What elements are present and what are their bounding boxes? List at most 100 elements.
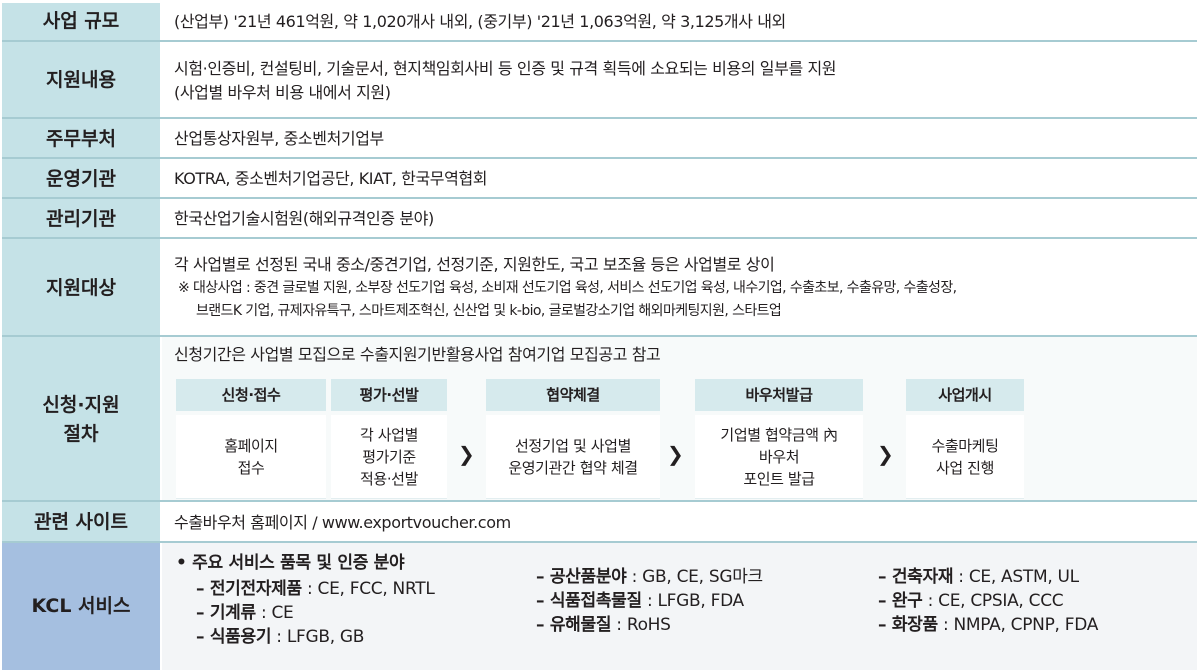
- step-line: 선정기업 및 사업별: [515, 436, 631, 455]
- step-line: 평가기준: [362, 447, 416, 466]
- support-line-1: 시험·인증비, 컨설팅비, 기술문서, 현지책임회사비 등 인증 및 규격 획득…: [174, 58, 837, 78]
- kcl-heading: • 주요 서비스 품목 및 인증 분야: [176, 553, 405, 573]
- target-line-1: 각 사업별로 선정된 국내 중소/중견기업, 선정기준, 지원한도, 국고 보조…: [174, 255, 775, 274]
- step-body: 선정기업 및 사업별 운영기관간 협약 체결: [486, 415, 660, 499]
- step-line: 각 사업별: [360, 425, 418, 444]
- kcl-item: – 유해물질 : RoHS: [536, 613, 763, 637]
- step-line: 적용·선발: [360, 469, 418, 488]
- row-label: 사업 규모: [2, 3, 160, 40]
- kcl-item-value: : LFGB, GB: [271, 627, 365, 647]
- kcl-item-name: – 건축자재: [878, 567, 954, 587]
- row-target: 지원대상 각 사업별로 선정된 국내 중소/중견기업, 선정기준, 지원한도, …: [2, 237, 1197, 337]
- kcl-item-name: – 식품접촉물질: [536, 591, 642, 611]
- row-content: 산업통상자원부, 중소벤처기업부: [162, 119, 1197, 159]
- row-manager: 관리기관 한국산업기술시험원(해외규격인증 분야): [2, 197, 1197, 239]
- row-label: 지원내용: [2, 42, 160, 119]
- ministry-text: 산업통상자원부, 중소벤처기업부: [174, 129, 384, 148]
- chevron-right-icon: ❯: [667, 442, 684, 466]
- process-step: 협약체결 선정기업 및 사업별 운영기관간 협약 체결: [486, 379, 660, 499]
- process-step: 바우처발급 기업별 협약금액 內 바우처 포인트 발급: [695, 379, 863, 499]
- step-title: 바우처발급: [695, 379, 863, 411]
- kcl-item: – 완구 : CE, CPSIA, CCC: [878, 589, 1098, 613]
- kcl-item-name: – 화장품: [878, 615, 938, 635]
- row-label: 관련 사이트: [2, 502, 160, 543]
- step-line: 접수: [237, 458, 265, 477]
- row-content: • 주요 서비스 품목 및 인증 분야 – 전기전자제품 : CE, FCC, …: [162, 543, 1197, 670]
- kcl-item: – 공산품분야 : GB, CE, SG마크: [536, 565, 763, 589]
- row-content: KOTRA, 중소벤처기업공단, KIAT, 한국무역협회: [162, 159, 1197, 199]
- kcl-item-name: – 식품용기: [196, 627, 272, 647]
- kcl-item: – 식품접촉물질 : LFGB, FDA: [536, 589, 763, 613]
- step-body: 각 사업별 평가기준 적용·선발: [331, 415, 447, 499]
- kcl-item-value: : NMPA, CPNP, FDA: [937, 615, 1099, 635]
- row-label: 지원대상: [2, 239, 160, 337]
- kcl-item-name: – 전기전자제품: [196, 579, 302, 599]
- row-procedure: 신청·지원 절차 신청기간은 사업별 모집으로 수출지원기반활용사업 참여기업 …: [2, 335, 1197, 502]
- kcl-item-value: : CE, ASTM, UL: [953, 567, 1079, 587]
- procedure-label-line-2: 절차: [63, 422, 99, 445]
- kcl-item: – 식품용기 : LFGB, GB: [196, 625, 435, 649]
- operator-text: KOTRA, 중소벤처기업공단, KIAT, 한국무역협회: [174, 169, 488, 188]
- step-title: 협약체결: [486, 379, 660, 411]
- kcl-item-name: – 공산품분야: [536, 567, 627, 587]
- kcl-item-value: : CE, CPSIA, CCC: [922, 591, 1064, 611]
- kcl-column-2: – 공산품분야 : GB, CE, SG마크 – 식품접촉물질 : LFGB, …: [536, 565, 763, 637]
- row-operator: 운영기관 KOTRA, 중소벤처기업공단, KIAT, 한국무역협회: [2, 157, 1197, 199]
- step-title: 신청·접수: [176, 379, 326, 411]
- kcl-item-value: : LFGB, FDA: [641, 591, 744, 611]
- step-body: 수출마케팅 사업 진행: [906, 415, 1024, 499]
- step-line: 홈페이지: [224, 436, 278, 455]
- kcl-item-value: : RoHS: [611, 615, 671, 635]
- step-line: 바우처: [758, 447, 800, 466]
- manager-text: 한국산업기술시험원(해외규격인증 분야): [174, 209, 434, 228]
- step-body: 홈페이지 접수: [176, 415, 326, 499]
- procedure-label-line-1: 신청·지원: [42, 393, 120, 416]
- row-content: 한국산업기술시험원(해외규격인증 분야): [162, 199, 1197, 239]
- row-content: (산업부) '21년 461억원, 약 1,020개사 내외, (중기부) '2…: [162, 3, 1197, 40]
- row-content: 신청기간은 사업별 모집으로 수출지원기반활용사업 참여기업 모집공고 참고 신…: [162, 337, 1197, 502]
- step-line: 포인트 발급: [743, 469, 815, 488]
- process-step: 평가·선발 각 사업별 평가기준 적용·선발: [331, 379, 447, 499]
- step-body: 기업별 협약금액 內 바우처 포인트 발급: [695, 415, 863, 499]
- step-line: 사업 진행: [936, 458, 994, 477]
- support-line-2: (사업별 바우처 비용 내에서 지원): [174, 82, 391, 102]
- row-content: 수출바우처 홈페이지 / www.exportvoucher.com: [162, 502, 1197, 543]
- chevron-right-icon: ❯: [877, 442, 894, 466]
- row-content: 각 사업별로 선정된 국내 중소/중견기업, 선정기준, 지원한도, 국고 보조…: [162, 239, 1197, 337]
- info-table: 사업 규모 (산업부) '21년 461억원, 약 1,020개사 내외, (중…: [2, 3, 1197, 670]
- row-label: 관리기관: [2, 199, 160, 239]
- row-site: 관련 사이트 수출바우처 홈페이지 / www.exportvoucher.co…: [2, 500, 1197, 543]
- kcl-item: – 화장품 : NMPA, CPNP, FDA: [878, 613, 1098, 637]
- target-note-2: 브랜드K 기업, 규제자유특구, 스마트제조혁신, 신산업 및 k-bio, 글…: [196, 303, 782, 319]
- step-line: 수출마케팅: [931, 436, 999, 455]
- kcl-item: – 기계류 : CE: [196, 601, 435, 625]
- process-step: 사업개시 수출마케팅 사업 진행: [906, 379, 1024, 499]
- kcl-column-1: – 전기전자제품 : CE, FCC, NRTL – 기계류 : CE – 식품…: [196, 577, 435, 649]
- chevron-right-icon: ❯: [458, 442, 475, 466]
- kcl-item-value: : CE: [255, 603, 294, 623]
- row-label: 주무부처: [2, 119, 160, 159]
- step-title: 평가·선발: [331, 379, 447, 411]
- target-note-1: ※ 대상사업 : 중견 글로벌 지원, 소부장 선도기업 육성, 소비재 선도기…: [178, 280, 957, 296]
- site-text: 수출바우처 홈페이지 / www.exportvoucher.com: [174, 512, 511, 532]
- procedure-intro: 신청기간은 사업별 모집으로 수출지원기반활용사업 참여기업 모집공고 참고: [174, 345, 661, 364]
- kcl-item-name: – 기계류: [196, 603, 256, 623]
- row-label: 운영기관: [2, 159, 160, 199]
- step-line: 기업별 협약금액 內: [720, 425, 838, 444]
- step-line: 운영기관간 협약 체결: [508, 458, 638, 477]
- row-label: 신청·지원 절차: [2, 337, 160, 502]
- kcl-item: – 건축자재 : CE, ASTM, UL: [878, 565, 1098, 589]
- row-scale: 사업 규모 (산업부) '21년 461억원, 약 1,020개사 내외, (중…: [2, 3, 1197, 40]
- process-step: 신청·접수 홈페이지 접수: [176, 379, 326, 499]
- kcl-column-3: – 건축자재 : CE, ASTM, UL – 완구 : CE, CPSIA, …: [878, 565, 1098, 637]
- row-ministry: 주무부처 산업통상자원부, 중소벤처기업부: [2, 117, 1197, 159]
- kcl-item: – 전기전자제품 : CE, FCC, NRTL: [196, 577, 435, 601]
- kcl-item-value: : CE, FCC, NRTL: [301, 579, 435, 599]
- row-support-content: 지원내용 시험·인증비, 컨설팅비, 기술문서, 현지책임회사비 등 인증 및 …: [2, 40, 1197, 119]
- row-content: 시험·인증비, 컨설팅비, 기술문서, 현지책임회사비 등 인증 및 규격 획득…: [162, 42, 1197, 119]
- row-kcl-service: KCL 서비스 • 주요 서비스 품목 및 인증 분야 – 전기전자제품 : C…: [2, 541, 1197, 670]
- kcl-item-name: – 완구: [878, 591, 923, 611]
- kcl-item-name: – 유해물질: [536, 615, 612, 635]
- row-label: KCL 서비스: [2, 543, 160, 670]
- step-title: 사업개시: [906, 379, 1024, 411]
